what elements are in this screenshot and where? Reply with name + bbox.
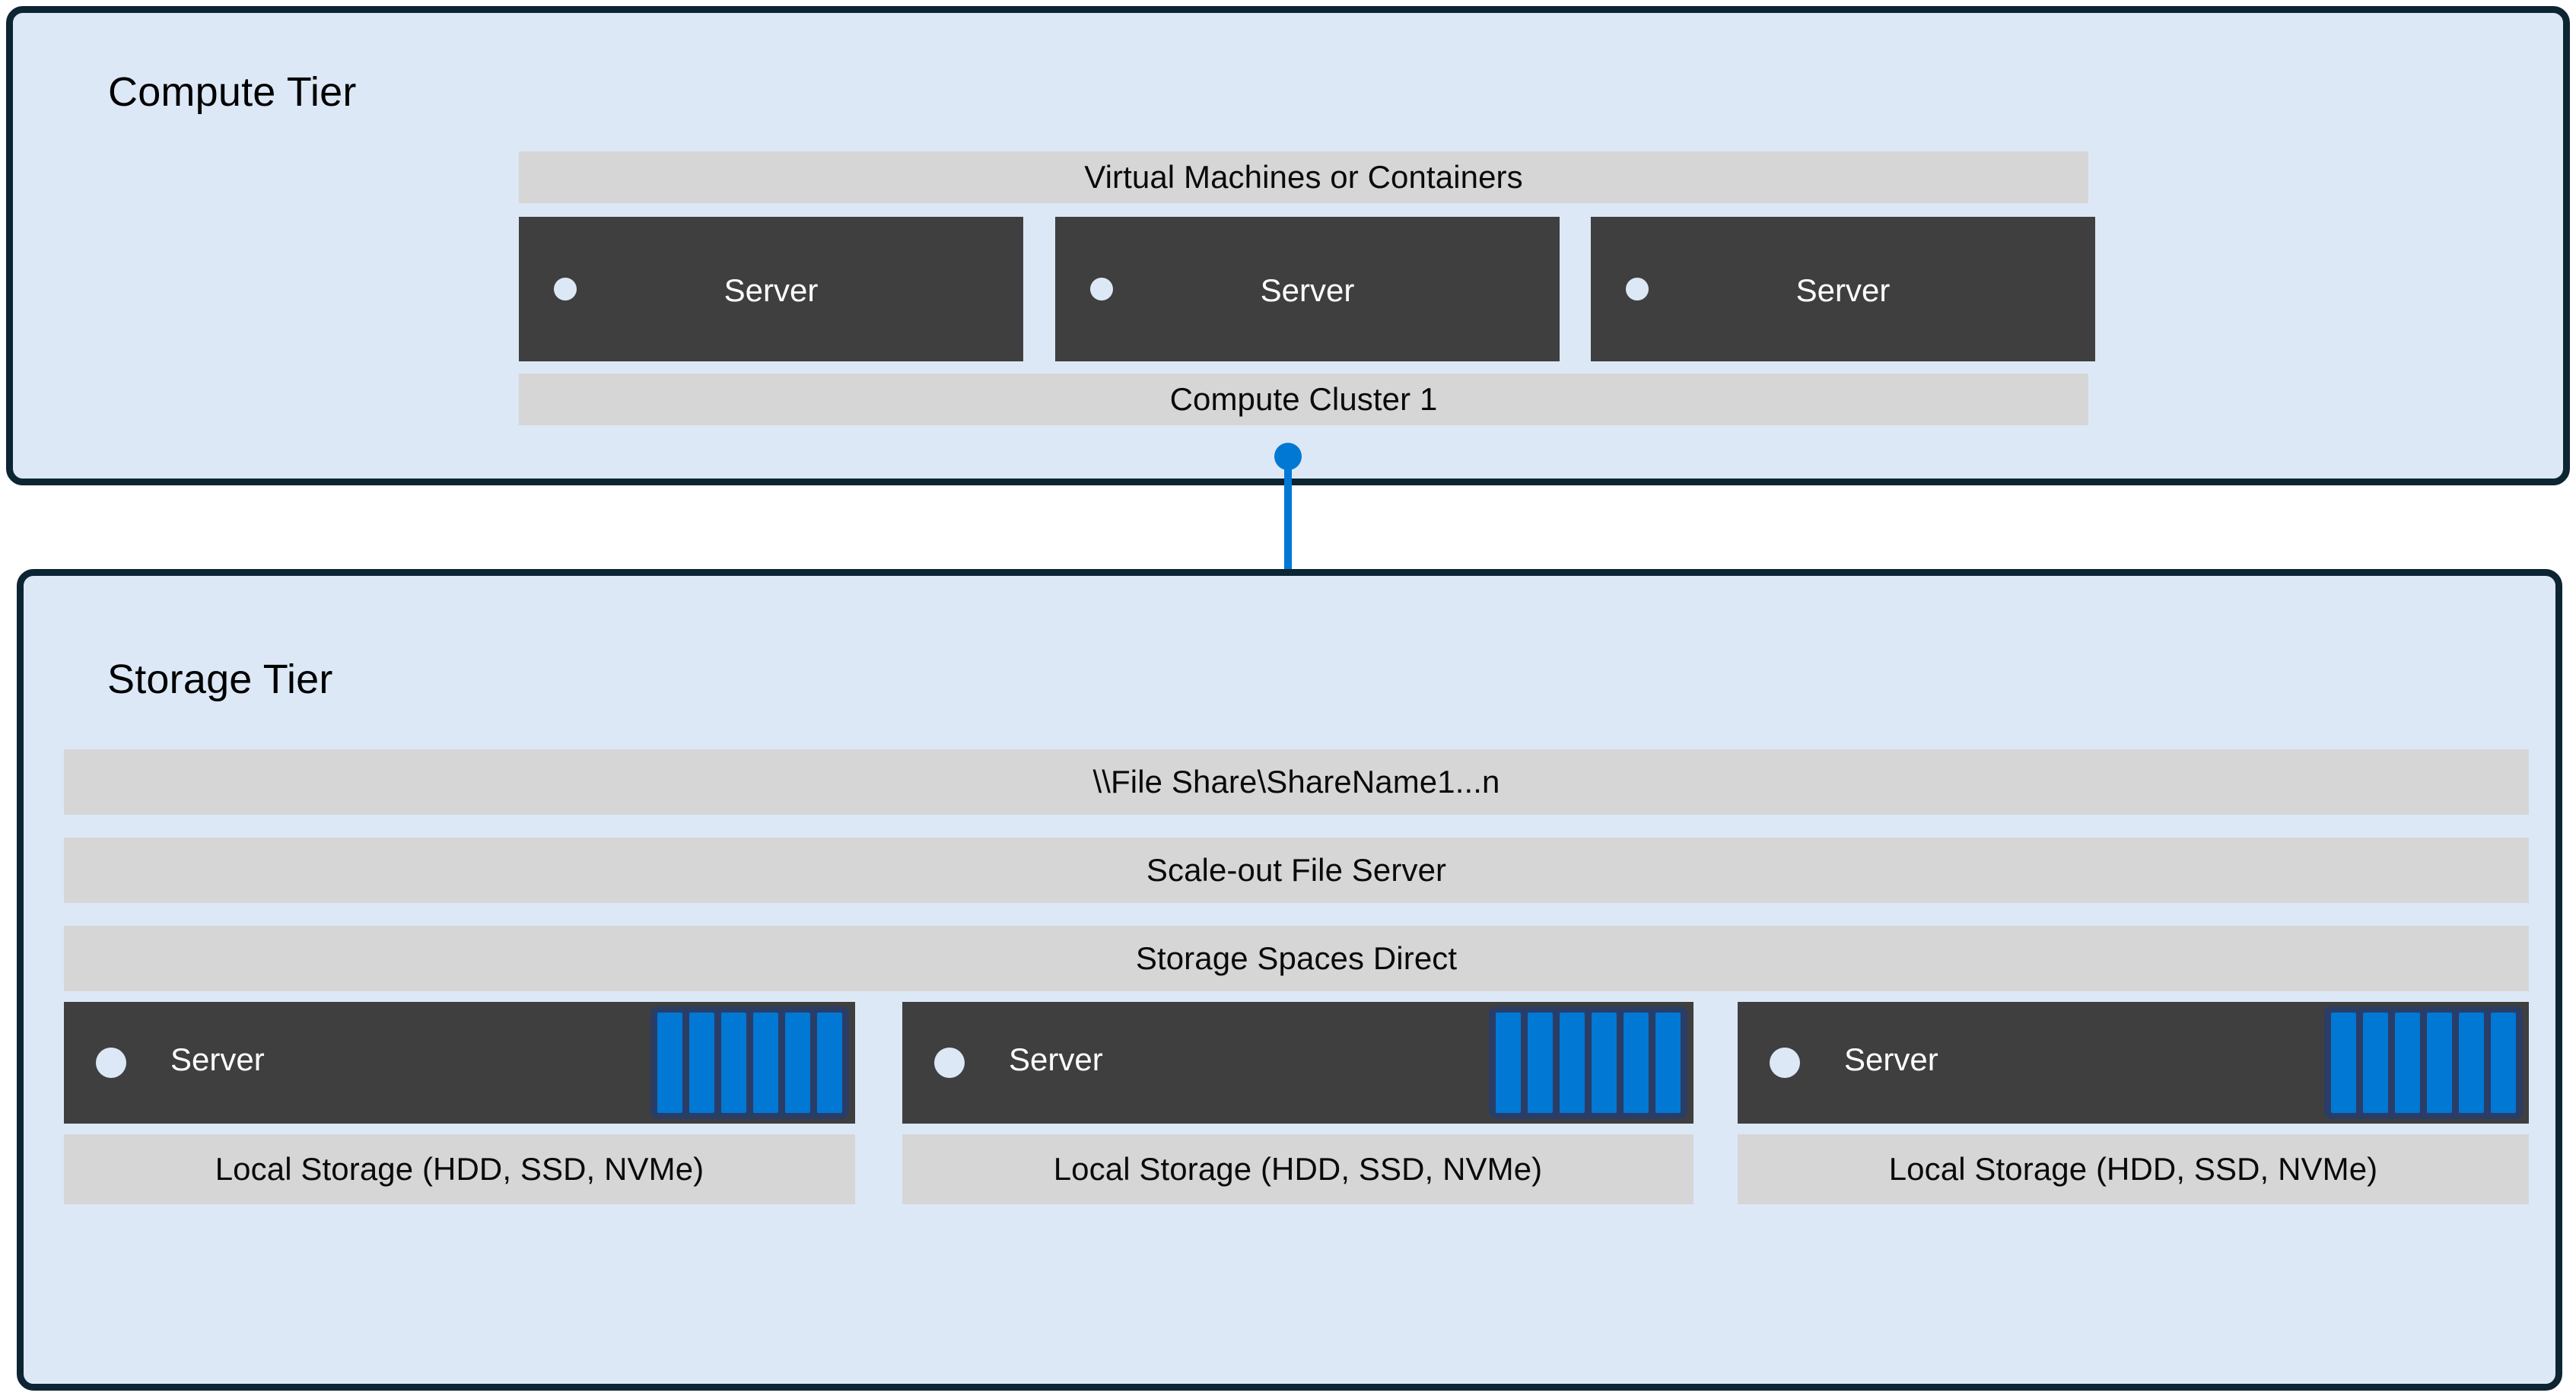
server-status-dot-icon [1770, 1048, 1800, 1078]
server-status-dot-icon [96, 1048, 126, 1078]
compute-cluster-band-label: Compute Cluster 1 [1169, 381, 1438, 417]
disk-array-2 [1489, 1006, 1687, 1119]
storage-server-2-label: Server [1009, 1041, 1103, 1077]
disk-icon [2331, 1013, 2356, 1113]
server-status-dot-icon [1626, 278, 1649, 300]
compute-tier-panel: Compute Tier Virtual Machines or Contain… [6, 6, 2570, 485]
disk-icon [2363, 1013, 2388, 1113]
disk-icon [1624, 1013, 1649, 1113]
compute-server-2: Server [1055, 217, 1560, 361]
disk-icon [657, 1013, 682, 1113]
storage-tier-panel: Storage Tier \\File Share\ShareName1...n… [17, 569, 2562, 1391]
disk-icon [817, 1013, 842, 1113]
local-storage-band-2: Local Storage (HDD, SSD, NVMe) [902, 1134, 1693, 1204]
storage-server-3: Server [1738, 1002, 2529, 1124]
server-status-dot-icon [1090, 278, 1113, 300]
storage-tier-title: Storage Tier [107, 657, 333, 702]
disk-icon [1560, 1013, 1585, 1113]
disk-icon [2491, 1013, 2516, 1113]
local-storage-band-1-label: Local Storage (HDD, SSD, NVMe) [215, 1151, 704, 1187]
scale-out-file-server-band: Scale-out File Server [64, 838, 2529, 903]
disk-icon [785, 1013, 810, 1113]
local-storage-band-3-label: Local Storage (HDD, SSD, NVMe) [1888, 1151, 2378, 1187]
compute-server-3: Server [1591, 217, 2095, 361]
storage-server-3-label: Server [1844, 1041, 1938, 1077]
disk-icon [1496, 1013, 1521, 1113]
compute-server-1-label: Server [724, 272, 819, 308]
storage-server-group-1: Server Local Storage (HDD, SSD, NVMe) [64, 1002, 855, 1204]
disk-icon [1528, 1013, 1553, 1113]
server-status-dot-icon [554, 278, 577, 300]
local-storage-band-3: Local Storage (HDD, SSD, NVMe) [1738, 1134, 2529, 1204]
virtual-machines-band: Virtual Machines or Containers [519, 151, 2088, 203]
compute-cluster-band: Compute Cluster 1 [519, 374, 2088, 425]
disk-icon [2459, 1013, 2484, 1113]
local-storage-band-2-label: Local Storage (HDD, SSD, NVMe) [1053, 1151, 1543, 1187]
virtual-machines-band-label: Virtual Machines or Containers [1084, 159, 1523, 195]
compute-server-1: Server [519, 217, 1023, 361]
disk-icon [721, 1013, 746, 1113]
server-status-dot-icon [934, 1048, 965, 1078]
connector-line [1284, 456, 1292, 609]
disk-icon [2427, 1013, 2452, 1113]
disk-array-1 [650, 1006, 849, 1119]
compute-tier-title: Compute Tier [108, 69, 357, 115]
storage-server-1-label: Server [170, 1041, 265, 1077]
disk-array-3 [2324, 1006, 2523, 1119]
file-share-band-label: \\File Share\ShareName1...n [1092, 764, 1500, 800]
disk-icon [1592, 1013, 1617, 1113]
compute-server-3-label: Server [1795, 272, 1891, 308]
storage-server-group-3: Server Local Storage (HDD, SSD, NVMe) [1738, 1002, 2529, 1204]
disk-icon [2395, 1013, 2420, 1113]
disk-icon [689, 1013, 714, 1113]
storage-server-2: Server [902, 1002, 1693, 1124]
storage-spaces-direct-band: Storage Spaces Direct [64, 926, 2529, 991]
disk-icon [1655, 1013, 1681, 1113]
scale-out-file-server-band-label: Scale-out File Server [1146, 852, 1447, 888]
storage-server-group-2: Server Local Storage (HDD, SSD, NVMe) [902, 1002, 1693, 1204]
disk-icon [753, 1013, 778, 1113]
local-storage-band-1: Local Storage (HDD, SSD, NVMe) [64, 1134, 855, 1204]
storage-server-1: Server [64, 1002, 855, 1124]
compute-server-2-label: Server [1260, 272, 1355, 308]
file-share-band: \\File Share\ShareName1...n [64, 749, 2529, 815]
storage-spaces-direct-band-label: Storage Spaces Direct [1135, 940, 1458, 976]
